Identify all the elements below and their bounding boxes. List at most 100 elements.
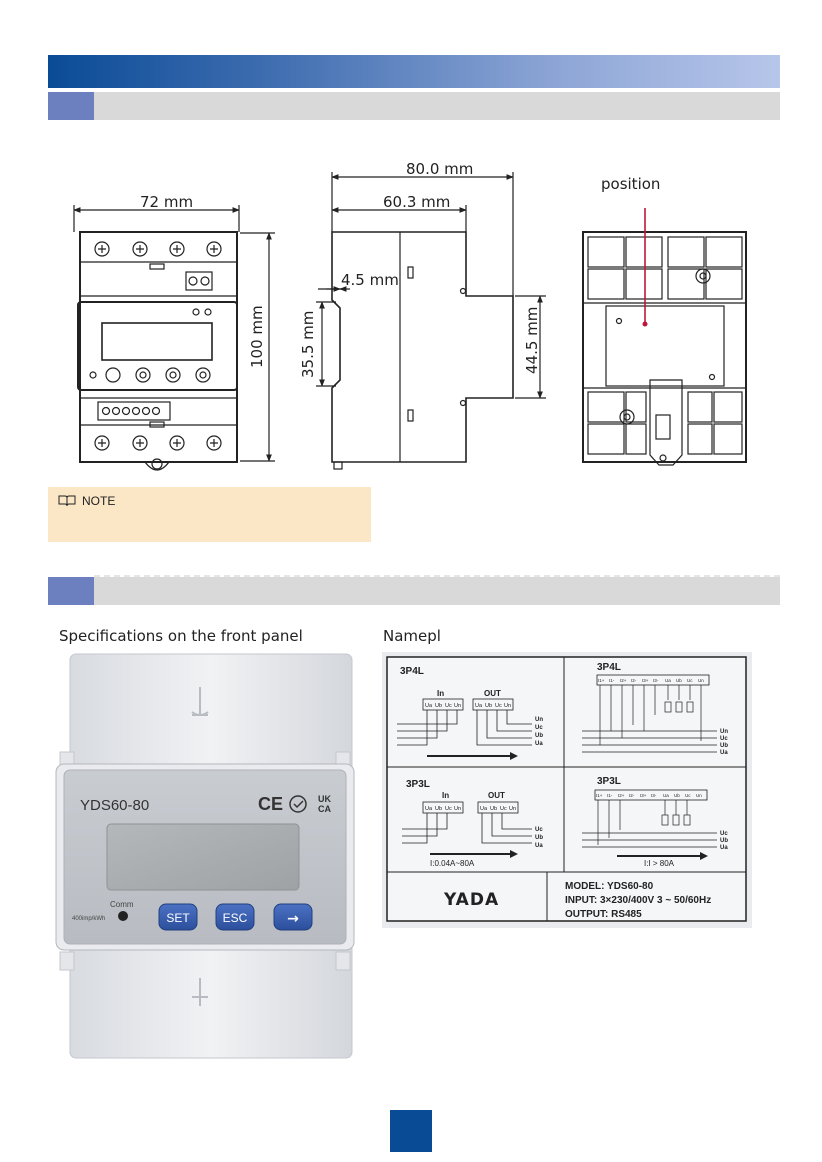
wiring-3p4l: In OUT Ua Ub Uc Un Ua Ub Uc Un Un Uc Ub … (397, 689, 543, 760)
wiring-ct-3p4l: I1+ I1- I2+ I2- I3+ I3- Ua Ub Uc Un Un U… (582, 674, 728, 756)
svg-text:Ub: Ub (435, 806, 442, 812)
brand-logo: YADA (443, 890, 499, 910)
out-label: OUT (484, 689, 501, 698)
svg-text:Ub: Ub (676, 678, 682, 683)
rear-position-label: position (601, 175, 660, 193)
check-icon (293, 800, 304, 809)
svg-text:Uc: Uc (535, 725, 543, 731)
ce-mark: CE (258, 794, 283, 814)
position-dot (642, 321, 648, 327)
nameplate-photo: 3P4L 3P4L 3P3L 3P3L In OUT Ua Ub Uc Un U… (382, 652, 752, 928)
svg-text:I2-: I2- (629, 793, 635, 798)
dim-side-small: 4.5 mm (341, 271, 399, 289)
arrow-right-icon: → (287, 911, 299, 927)
svg-text:Uc: Uc (445, 806, 452, 812)
esc-button[interactable]: ESC (215, 903, 255, 931)
wiring-ct-3p3l: I1+ I1- I2+ I2- I3+ I3- Ua Ub Uc Un Uc U… (582, 789, 728, 868)
in-label: In (437, 689, 444, 698)
dim-side-rail: 35.5 mm (299, 311, 317, 378)
model-line: MODEL: YDS60-80 (565, 881, 654, 892)
meter-model: YDS60-80 (80, 797, 149, 814)
svg-text:Ub: Ub (485, 703, 492, 709)
svg-text:Un: Un (696, 793, 702, 798)
svg-text:Ua: Ua (425, 806, 433, 812)
svg-text:OUT: OUT (488, 791, 505, 800)
section-marker (48, 92, 94, 120)
q2-title: 3P4L (597, 662, 621, 673)
q1-title: 3P4L (400, 666, 424, 677)
section-marker (48, 577, 94, 605)
rear-view (582, 231, 747, 466)
side-view (316, 172, 546, 470)
meter-lcd (106, 823, 300, 891)
svg-text:Uc: Uc (685, 793, 691, 798)
svg-text:Uc: Uc (535, 827, 543, 833)
current-range: I:0.04A~80A (430, 859, 475, 868)
dim-front-width: 72 mm (140, 193, 193, 211)
svg-text:Uc: Uc (720, 736, 728, 742)
svg-text:I1-: I1- (609, 678, 615, 683)
set-button-label: SET (166, 911, 190, 925)
section-bar-labels (48, 577, 780, 605)
svg-text:Un: Un (454, 806, 461, 812)
svg-text:Ua: Ua (720, 750, 728, 756)
set-button[interactable]: SET (158, 903, 198, 931)
ca-mark: CA (318, 804, 331, 814)
svg-text:Uc: Uc (687, 678, 693, 683)
caption-nameplate: Namepl (383, 627, 441, 645)
header-banner (48, 55, 780, 88)
svg-text:Ub: Ub (720, 743, 728, 749)
wiring-3p3l: In OUT Ua Ub Uc Un Ua Ub Uc Un Uc Ub Ua … (402, 791, 543, 868)
svg-text:Ua: Ua (720, 845, 728, 851)
meter-photo: YDS60-80 CE UK CA Comm 400imp/kWh SET ES… (52, 652, 358, 1062)
svg-text:Ua: Ua (663, 793, 669, 798)
svg-text:I2-: I2- (631, 678, 637, 683)
section-bar-dimensions (48, 92, 780, 120)
svg-text:Ua: Ua (475, 703, 483, 709)
uk-mark: UK (318, 794, 331, 804)
dim-side-body: 44.5 mm (523, 307, 541, 374)
dim-front-height: 100 mm (248, 305, 266, 368)
dashed-divider (94, 575, 780, 577)
svg-text:I1-: I1- (607, 793, 613, 798)
dim-side-depth-inner: 60.3 mm (383, 193, 450, 211)
svg-text:I3+: I3+ (640, 793, 647, 798)
page-number-box (390, 1110, 432, 1152)
svg-text:Ua: Ua (425, 703, 433, 709)
svg-text:Ub: Ub (535, 835, 543, 841)
svg-text:Ub: Ub (535, 733, 543, 739)
q3-title: 3P3L (406, 779, 430, 790)
svg-text:Uc: Uc (445, 703, 452, 709)
input-line: INPUT: 3×230/400V 3 ~ 50/60Hz (565, 895, 711, 906)
imp-label: 400imp/kWh (72, 916, 105, 922)
book-icon (58, 495, 76, 507)
svg-text:Uc: Uc (495, 703, 502, 709)
next-button[interactable]: → (273, 903, 313, 931)
svg-text:Ua: Ua (665, 678, 671, 683)
svg-text:Uc: Uc (720, 831, 728, 837)
svg-text:Un: Un (504, 703, 511, 709)
svg-text:I2+: I2+ (618, 793, 625, 798)
esc-button-label: ESC (223, 911, 248, 925)
note-label: NOTE (82, 494, 116, 508)
front-view (73, 205, 275, 471)
svg-text:I3-: I3- (651, 793, 657, 798)
note-box: NOTE (48, 487, 371, 542)
svg-text:Un: Un (698, 678, 704, 683)
svg-text:Ub: Ub (490, 806, 497, 812)
dimension-drawings: 72 mm 100 mm 80.0 mm 60.3 mm 4.5 mm 35.5… (73, 160, 747, 471)
svg-text:Ua: Ua (535, 843, 543, 849)
q4-title: 3P3L (597, 776, 621, 787)
dimension-labels: 72 mm 100 mm 80.0 mm 60.3 mm 4.5 mm 35.5… (140, 160, 660, 378)
comm-led (118, 911, 128, 921)
svg-text:I1+: I1+ (598, 678, 605, 683)
svg-text:Un: Un (454, 703, 461, 709)
svg-text:Un: Un (720, 729, 728, 735)
svg-text:Un: Un (535, 717, 543, 723)
rcm-mark-icon (289, 795, 307, 813)
svg-text:Ub: Ub (720, 838, 728, 844)
svg-text:I2+: I2+ (620, 678, 627, 683)
svg-text:Uc: Uc (500, 806, 507, 812)
svg-text:Un: Un (509, 806, 516, 812)
svg-text:Ub: Ub (674, 793, 680, 798)
